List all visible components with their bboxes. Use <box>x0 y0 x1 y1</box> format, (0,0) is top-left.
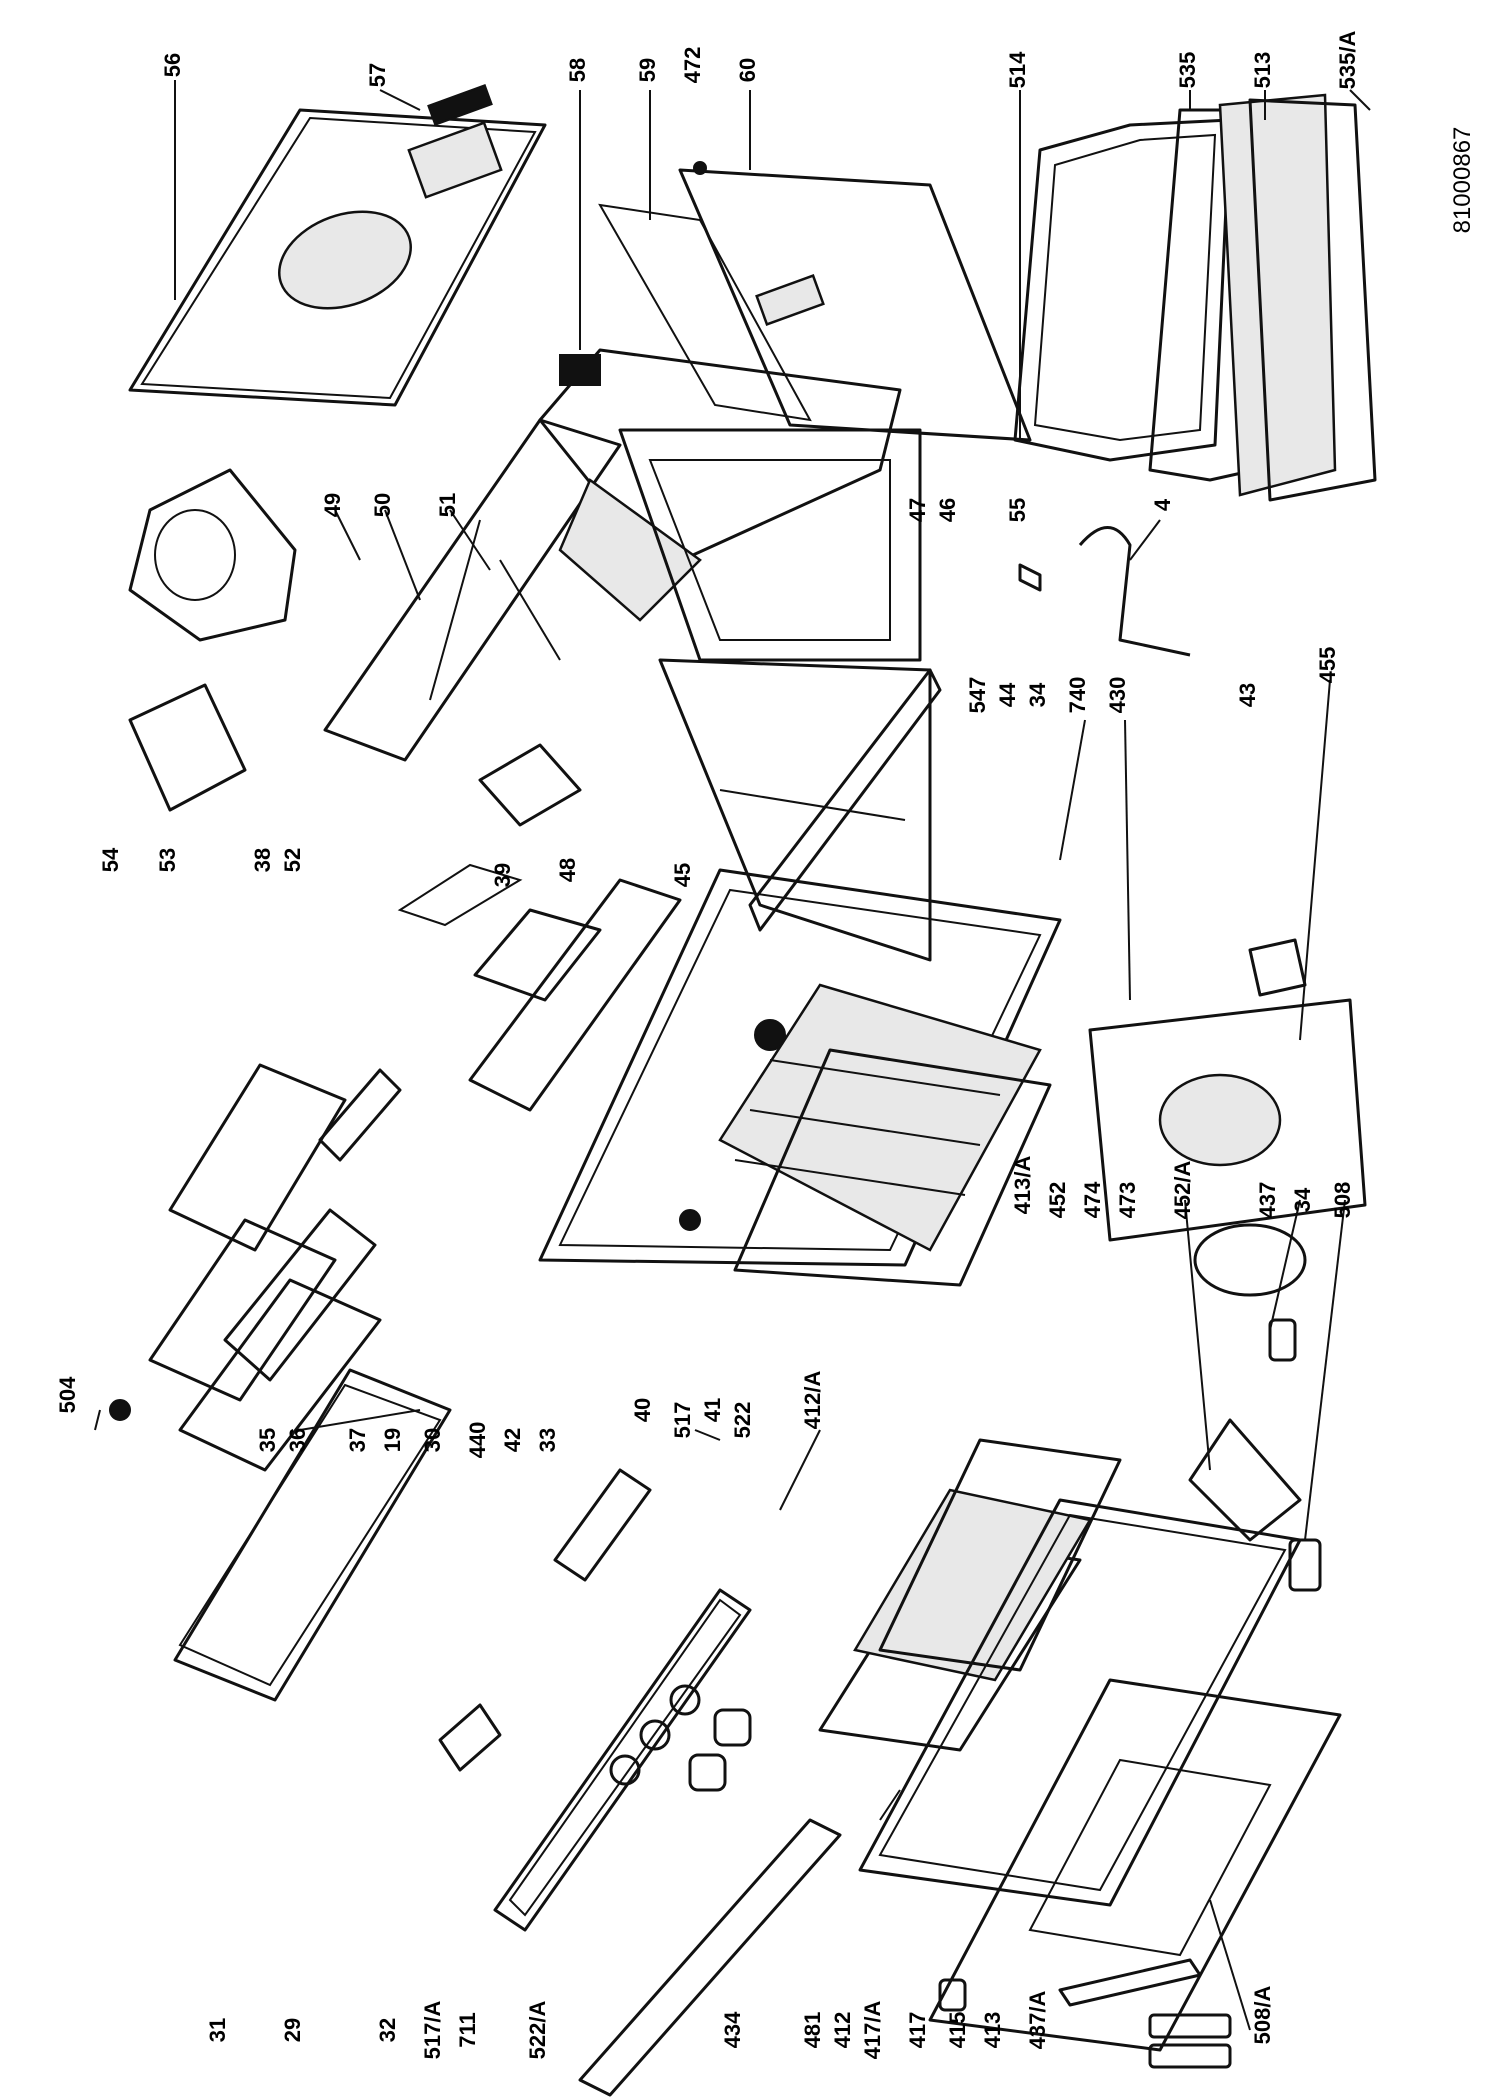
callout-53: 53 <box>155 848 180 872</box>
callout-473: 473 <box>1115 1182 1140 1219</box>
callout-57: 57 <box>365 63 390 87</box>
callout-413a: 413/A <box>1010 1156 1035 1215</box>
callout-514: 514 <box>1005 51 1030 88</box>
callout-34-lower: 34 <box>1290 1187 1315 1212</box>
callout-437a: 437/A <box>1025 1991 1050 2050</box>
callout-30: 30 <box>420 1428 445 1452</box>
oven-cavity-body <box>468 868 1062 1287</box>
callout-38: 38 <box>250 848 275 872</box>
rear-panel-56 <box>128 84 547 407</box>
drawing-reference-number: 81000867 <box>1449 127 1476 234</box>
callout-517: 517 <box>670 1402 695 1439</box>
callout-455: 455 <box>1315 647 1340 684</box>
callout-47: 47 <box>905 498 930 522</box>
callout-34: 34 <box>1025 682 1050 707</box>
callout-35: 35 <box>255 1428 280 1452</box>
callout-522: 522 <box>730 1402 755 1439</box>
rear-cover-60 <box>598 161 1032 442</box>
callout-452a: 452/A <box>1170 1161 1195 1220</box>
callout-40: 40 <box>630 1398 655 1422</box>
callout-29: 29 <box>280 2018 305 2042</box>
callout-31: 31 <box>205 2018 230 2042</box>
hinge-437a <box>1058 1958 1232 2069</box>
callout-417a: 417/A <box>860 2001 885 2060</box>
callout-54: 54 <box>98 847 123 872</box>
callout-430: 430 <box>1105 677 1130 714</box>
callout-50: 50 <box>370 493 395 517</box>
cabinet-covers <box>109 1063 452 1702</box>
callout-412a: 412/A <box>800 1371 825 1430</box>
fan-guard-430 <box>1088 938 1367 1297</box>
callout-415: 415 <box>945 2012 970 2049</box>
callout-474: 474 <box>1080 1181 1105 1218</box>
callout-51: 51 <box>435 493 460 517</box>
callout-59: 59 <box>635 58 660 82</box>
callout-740: 740 <box>1065 677 1090 714</box>
callout-55: 55 <box>1005 498 1030 522</box>
callout-452: 452 <box>1045 1182 1070 1219</box>
callout-52: 52 <box>280 848 305 872</box>
callout-4: 4 <box>1150 498 1175 511</box>
door-glass-assembly <box>1013 93 1377 502</box>
callout-481: 481 <box>800 2012 825 2049</box>
callout-417: 417 <box>905 2012 930 2049</box>
control-panel <box>438 1468 842 2097</box>
callout-434: 434 <box>720 2011 745 2048</box>
callout-46: 46 <box>935 498 960 522</box>
callout-41: 41 <box>700 1398 725 1422</box>
callout-45: 45 <box>670 863 695 887</box>
callout-440: 440 <box>465 1422 490 1459</box>
callout-437: 437 <box>1255 1182 1280 1219</box>
callout-48: 48 <box>555 858 580 882</box>
side-panel-45 <box>658 658 942 962</box>
hook-4 <box>1018 526 1191 657</box>
callout-44: 44 <box>995 682 1020 707</box>
door-assembly <box>818 1318 1342 2052</box>
callout-535: 535 <box>1175 52 1200 89</box>
callout-413: 413 <box>980 2012 1005 2049</box>
callout-39: 39 <box>490 863 515 887</box>
callout-33: 33 <box>535 1428 560 1452</box>
callout-522a: 522/A <box>525 2001 550 2060</box>
callout-leaders <box>94 80 1371 2031</box>
callout-32: 32 <box>375 2018 400 2042</box>
callout-504: 504 <box>55 1376 80 1413</box>
fan-housing-54 <box>128 468 297 812</box>
callout-508a: 508/A <box>1250 1986 1275 2045</box>
callout-19: 19 <box>380 1428 405 1452</box>
callout-508: 508 <box>1330 1182 1355 1219</box>
callout-517a: 517/A <box>420 2001 445 2060</box>
callout-56: 56 <box>160 53 185 77</box>
callout-472: 472 <box>680 47 705 84</box>
callout-711: 711 <box>455 2012 480 2048</box>
callout-60: 60 <box>735 58 760 82</box>
callout-42: 42 <box>500 1428 525 1452</box>
callout-412: 412 <box>830 2012 855 2049</box>
callout-49: 49 <box>320 493 345 517</box>
callout-58: 58 <box>565 58 590 82</box>
callout-513: 513 <box>1250 52 1275 89</box>
callout-547: 547 <box>965 677 990 714</box>
callout-37: 37 <box>345 1428 370 1452</box>
callout-43: 43 <box>1235 683 1260 707</box>
top-cabinet-frame <box>323 348 922 927</box>
callout-36: 36 <box>285 1428 310 1452</box>
callout-535a: 535/A <box>1335 31 1360 90</box>
callout-labels: 56 57 58 59 472 60 514 535 513 535/A 54 … <box>55 31 1360 2060</box>
